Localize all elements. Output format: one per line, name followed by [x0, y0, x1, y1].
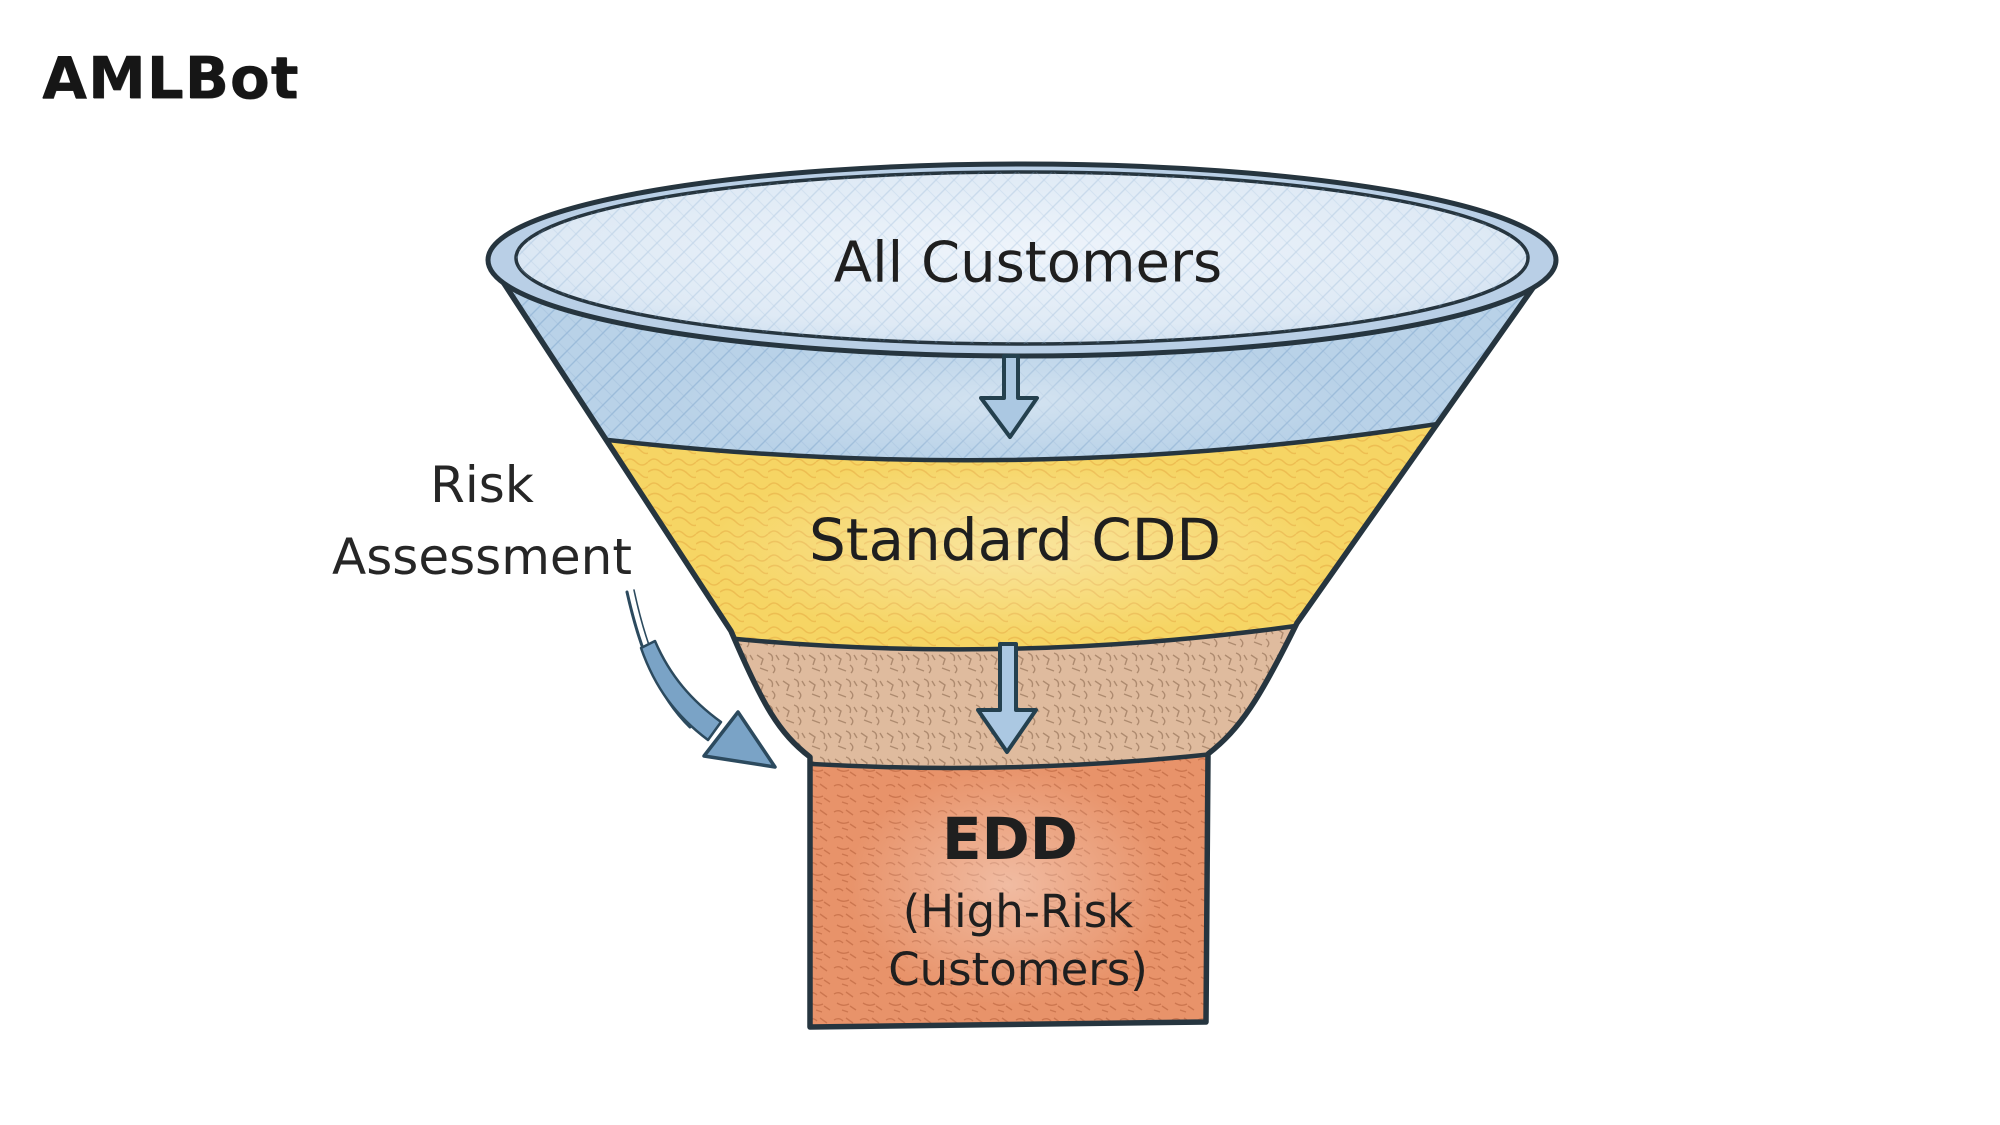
stage-sublabel-edd-line2: Customers) — [888, 943, 1148, 996]
stage-label-edd: EDD — [942, 805, 1078, 873]
stage-sublabel-edd-line1: (High-Risk — [902, 885, 1134, 938]
funnel-outline — [487, 255, 1557, 1030]
risk-assessment-label-line1: Risk — [430, 456, 534, 514]
flow-arrow-top-icon — [979, 354, 1039, 439]
flow-arrow-middle-icon — [976, 642, 1038, 754]
risk-assessment-arrow-icon — [625, 589, 777, 769]
risk-assessment-label: Risk Assessment — [332, 449, 632, 593]
stage-sublabel-edd: (High-Risk Customers) — [888, 883, 1148, 999]
stage-label-standard-cdd: Standard CDD — [808, 506, 1222, 574]
risk-assessment-label-line2: Assessment — [332, 528, 632, 586]
stage-label-all-customers: All Customers — [833, 230, 1223, 296]
brand-logo: AMLBot — [42, 44, 300, 112]
